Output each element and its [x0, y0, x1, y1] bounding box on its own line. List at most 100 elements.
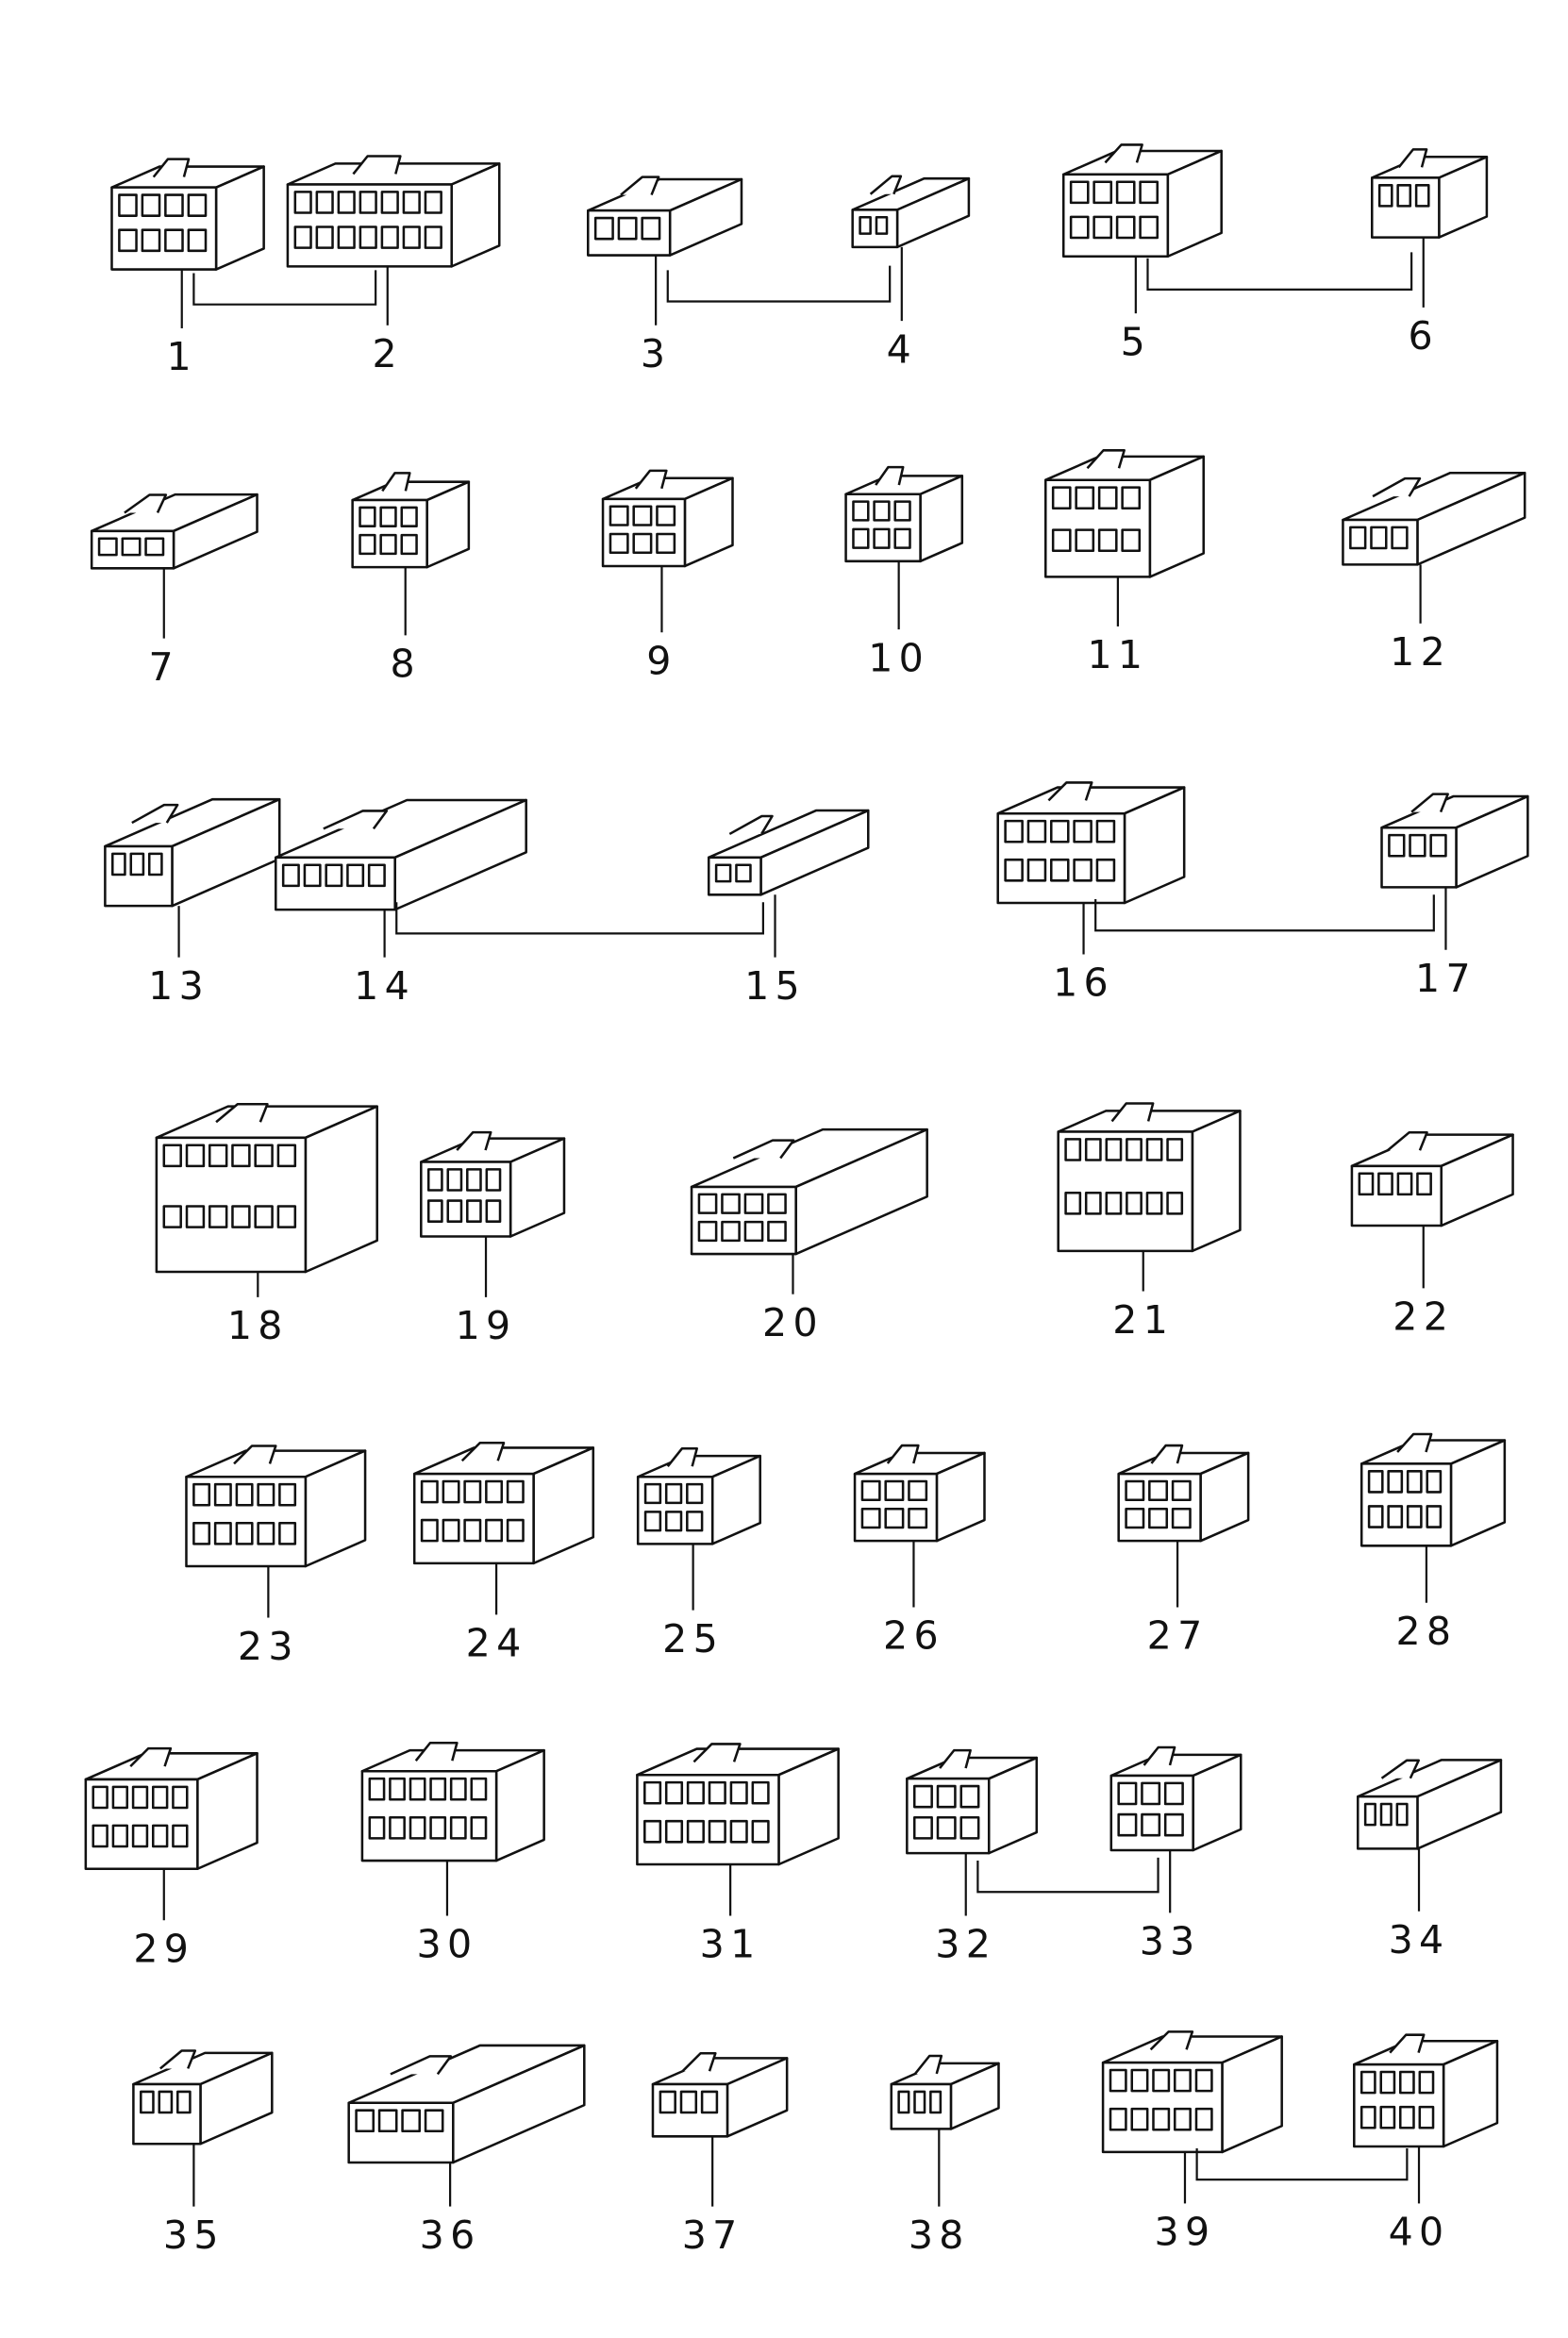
- terminal-slot: [141, 193, 161, 217]
- terminal-slot: [1367, 1505, 1384, 1528]
- connector-part-35: [132, 2049, 274, 2146]
- terminal-slot: [208, 1144, 228, 1168]
- terminal-slot: [400, 533, 418, 556]
- terminal-slot: [359, 191, 377, 214]
- terminal-slot: [172, 1824, 189, 1848]
- terminal-slot: [884, 1479, 905, 1501]
- terminal-slot: [1126, 1192, 1143, 1215]
- terminal-slot: [420, 1518, 439, 1543]
- terminal-slot: [1093, 215, 1113, 240]
- terminal-slot: [735, 863, 752, 883]
- connector-part-14: [275, 798, 527, 911]
- connector-part-27: [1117, 1444, 1250, 1543]
- terminal-slot: [860, 1479, 881, 1501]
- terminal-slot: [1064, 1192, 1082, 1215]
- terminal-slot: [231, 1205, 251, 1228]
- part-number-label: 37: [682, 2213, 743, 2258]
- connector-part-29: [84, 1746, 259, 1871]
- terminal-slot: [446, 1199, 463, 1223]
- part-number-label: 31: [700, 1922, 761, 1967]
- terminal-slot: [609, 505, 629, 526]
- terminal-slot: [700, 2090, 719, 2114]
- terminal-slot: [164, 228, 184, 253]
- pair-link-line: [395, 902, 764, 935]
- part-number-label: 40: [1389, 2210, 1450, 2255]
- terminal-slot: [893, 500, 911, 522]
- terminal-slot: [235, 1482, 254, 1507]
- terminal-slot: [679, 2090, 698, 2114]
- terminal-slot: [213, 1521, 232, 1545]
- terminal-slot: [485, 1168, 502, 1192]
- terminal-slot: [1379, 2105, 1396, 2129]
- connector-part-36: [347, 2044, 586, 2164]
- terminal-slot: [1004, 819, 1024, 843]
- terminal-slot: [389, 1777, 406, 1801]
- terminal-slot: [429, 1777, 447, 1801]
- terminal-slot: [873, 527, 891, 549]
- terminal-slot: [426, 1168, 443, 1192]
- terminal-slot: [409, 1777, 426, 1801]
- terminal-slot: [337, 191, 356, 214]
- terminal-slot: [959, 1815, 980, 1840]
- terminal-slot: [1388, 833, 1406, 858]
- terminal-slot: [141, 228, 161, 253]
- latch: [131, 803, 179, 825]
- terminal-slot: [121, 537, 142, 557]
- terminal-slot: [379, 533, 397, 556]
- terminal-slot: [643, 1511, 662, 1532]
- terminal-slot: [1377, 184, 1393, 208]
- terminal-slot: [1126, 1138, 1143, 1161]
- terminal-slot: [1115, 180, 1136, 205]
- terminal-slot: [1163, 1781, 1184, 1806]
- terminal-slot: [897, 2090, 910, 2114]
- terminal-slot: [641, 216, 661, 241]
- part-number-label: 33: [1140, 1919, 1201, 1964]
- part-number-label: 8: [390, 642, 420, 687]
- terminal-slot: [111, 852, 126, 877]
- connector-part-17: [1380, 793, 1529, 889]
- terminal-slot: [708, 1780, 726, 1805]
- latch: [681, 2051, 717, 2073]
- terminal-slot: [303, 863, 322, 888]
- latch: [1143, 1745, 1176, 1766]
- terminal-slot: [485, 1199, 502, 1223]
- terminal-slot: [1145, 1192, 1163, 1215]
- terminal-slot: [1152, 2068, 1171, 2093]
- terminal-slot: [276, 1205, 297, 1228]
- terminal-slot: [402, 191, 421, 214]
- terminal-slot: [1084, 1192, 1102, 1215]
- terminal-slot: [908, 1507, 928, 1529]
- terminal-slot: [129, 852, 145, 877]
- terminal-slot: [1367, 1470, 1384, 1494]
- terminal-slot: [315, 191, 334, 214]
- terminal-slot: [913, 2090, 926, 2114]
- terminal-slot: [1097, 486, 1118, 509]
- terminal-slot: [442, 1518, 460, 1543]
- terminal-slot: [1148, 1479, 1169, 1501]
- part-number-label: 13: [148, 963, 209, 1009]
- terminal-slot: [686, 1780, 705, 1805]
- terminal-slot: [315, 225, 334, 249]
- part-number-label: 38: [909, 2213, 970, 2258]
- terminal-slot: [463, 1518, 482, 1543]
- part-number-label: 10: [868, 635, 929, 680]
- terminal-slot: [213, 1482, 232, 1507]
- terminal-slot: [158, 2090, 174, 2114]
- terminal-slot: [1370, 526, 1388, 550]
- terminal-slot: [714, 863, 732, 883]
- terminal-slot: [276, 1144, 297, 1168]
- connector-part-39: [1101, 2030, 1283, 2154]
- connector-part-1: [110, 158, 265, 271]
- terminal-slot: [389, 1815, 406, 1840]
- part-number-label: 3: [641, 331, 671, 376]
- terminal-slot: [1073, 858, 1093, 882]
- connector-part-11: [1043, 449, 1205, 578]
- connector-part-38: [890, 2054, 1000, 2130]
- terminal-slot: [1130, 2068, 1149, 2093]
- terminal-slot: [281, 863, 300, 888]
- connector-part-40: [1353, 2033, 1499, 2148]
- terminal-slot: [346, 863, 365, 888]
- terminal-slot: [686, 1819, 705, 1844]
- terminal-slot: [643, 1482, 662, 1505]
- terminal-slot: [1359, 2070, 1376, 2095]
